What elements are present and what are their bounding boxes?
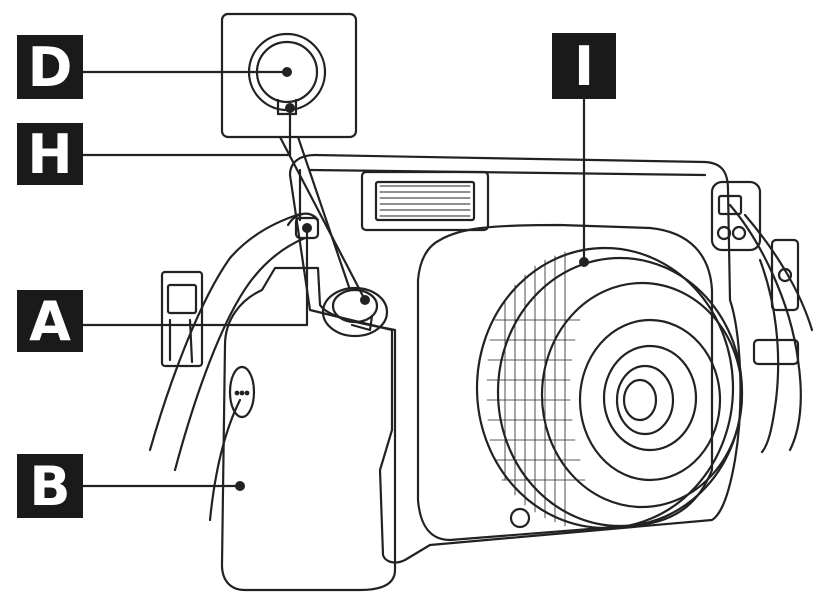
lens-panel [416,223,714,542]
flash-window [360,170,490,232]
leader-lines [81,70,586,488]
detail-inset [220,12,367,302]
left-strap [148,212,307,522]
battery-grip [220,266,397,592]
label-a: A [17,290,83,353]
lens-ring [475,246,744,530]
label-b: B [17,454,83,518]
label-d: D [17,35,83,99]
shutter-button [321,286,389,338]
right-strap [728,203,814,454]
label-h: H [17,123,83,186]
callout-dots [235,67,589,491]
label-i: I [552,33,616,99]
